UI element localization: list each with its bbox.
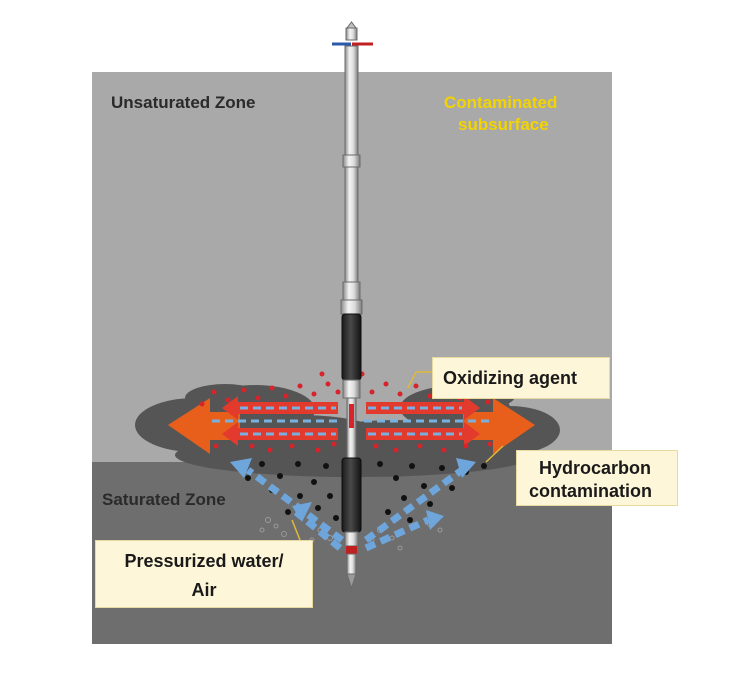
- injection-band-dashes: [212, 406, 492, 436]
- pressurized-water-arrowheads: [230, 458, 476, 530]
- pressurized-line-1: Pressurized water/: [124, 551, 284, 571]
- pressurized-line-2: Air: [191, 580, 217, 600]
- hydrocarbon-callout: Hydrocarbon contamination: [516, 450, 678, 506]
- unsaturated-zone-label: Unsaturated Zone: [111, 93, 256, 112]
- contaminated-line-2: subsurface: [458, 115, 549, 134]
- contaminated-line-1: Contaminated: [444, 93, 558, 112]
- hydrocarbon-line-2: contamination: [529, 481, 653, 501]
- injection-pipe: [340, 45, 363, 590]
- oxidizing-agent-text: Oxidizing agent: [443, 368, 578, 388]
- saturated-zone-label: Saturated Zone: [102, 490, 226, 509]
- oxidizing-agent-callout: Oxidizing agent: [432, 357, 610, 399]
- oxidizer-flow-arrows: [168, 398, 535, 454]
- pressurized-water-arrows: [245, 467, 465, 552]
- hydrocarbon-line-1: Hydrocarbon: [539, 458, 652, 478]
- pressurized-water-callout: Pressurized water/ Air: [95, 540, 313, 608]
- pipe-head: [332, 21, 373, 46]
- contaminated-subsurface-label: Contaminated subsurface: [444, 92, 557, 136]
- callout-leader-lines: [291, 371, 504, 541]
- hydrocarbon-particles: [245, 461, 487, 523]
